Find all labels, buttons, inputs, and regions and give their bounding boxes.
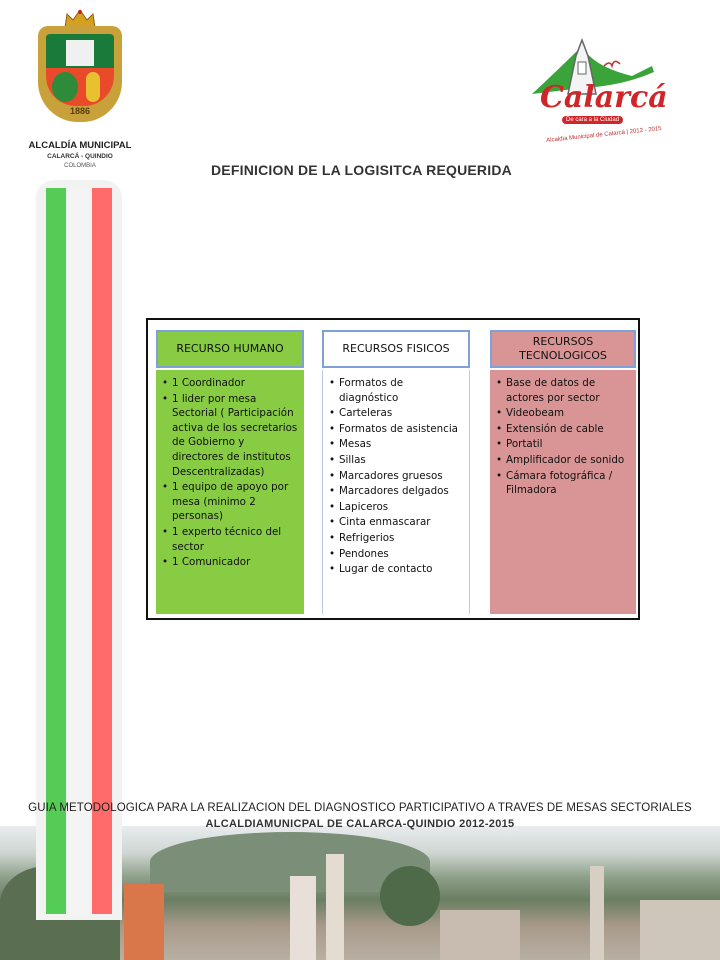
resource-list: Formatos de diagnóstico Carteleras Forma… — [327, 376, 463, 577]
seal-country: COLOMBIA — [64, 163, 96, 169]
list-item: Formatos de diagnóstico — [329, 376, 463, 405]
flag-green-stripe — [46, 188, 66, 914]
column-physical-resources: RECURSOS FISICOS Formatos de diagnóstico… — [322, 330, 470, 614]
list-item: Carteleras — [329, 406, 463, 421]
list-item: 1 Coordinador — [162, 376, 298, 391]
seal-title: ALCALDÍA MUNICIPAL — [28, 140, 132, 151]
column-heading: RECURSOS TECNOLOGICOS — [490, 330, 636, 368]
seal-year: 1886 — [69, 106, 91, 116]
church-tower-icon — [326, 854, 344, 960]
list-item: Portatil — [496, 437, 630, 452]
page-title: DEFINICION DE LA LOGISITCA REQUERIDA — [211, 162, 512, 178]
list-item: Formatos de asistencia — [329, 422, 463, 437]
footer-guide-title: GUIA METODOLOGICA PARA LA REALIZACION DE… — [28, 802, 692, 814]
column-body: Formatos de diagnóstico Carteleras Forma… — [322, 370, 470, 614]
column-body: Base de datos de actores por sector Vide… — [490, 370, 636, 614]
column-technology-resources: RECURSOS TECNOLOGICOS Base de datos de a… — [490, 330, 636, 614]
list-item: 1 Comunicador — [162, 555, 298, 570]
brand-slogan: De cara a la Ciudad — [562, 116, 624, 124]
list-item: Extensión de cable — [496, 422, 630, 437]
flag-stripe-bar — [36, 180, 122, 920]
brand-word: Calarcá — [540, 80, 668, 115]
list-item: Cinta enmascarar — [329, 515, 463, 530]
calarca-brand-logo: Calarcá De cara a la Ciudad Alcaldía Mun… — [522, 36, 668, 146]
list-item: Marcadores gruesos — [329, 469, 463, 484]
list-item: Refrigerios — [329, 531, 463, 546]
resource-list: Base de datos de actores por sector Vide… — [494, 376, 630, 498]
column-heading: RECURSOS FISICOS — [322, 330, 470, 368]
list-item: Videobeam — [496, 406, 630, 421]
resource-list: 1 Coordinador 1 lider por mesa Sectorial… — [160, 376, 298, 570]
flag-white-stripe — [68, 188, 90, 914]
list-item: Cámara fotográfica / Filmadora — [496, 469, 630, 498]
brand-period: Alcaldía Municipal de Calarcá | 2012 - 2… — [546, 125, 662, 145]
coffee-branch-icon — [52, 72, 78, 102]
list-item: 1 experto técnico del sector — [162, 525, 298, 554]
church-mountain-icon — [532, 37, 654, 95]
column-body: 1 Coordinador 1 lider por mesa Sectorial… — [156, 370, 304, 614]
list-item: 1 lider por mesa Sectorial ( Participaci… — [162, 392, 298, 480]
corn-icon — [86, 72, 100, 102]
column-human-resources: RECURSO HUMANO 1 Coordinador 1 lider por… — [156, 330, 304, 614]
list-item: Pendones — [329, 547, 463, 562]
list-item: 1 equipo de apoyo por mesa (minimo 2 per… — [162, 480, 298, 524]
seal-subtitle: CALARCÁ - QUINDIO — [47, 153, 113, 160]
footer-institution: ALCALDIAMUNICPAL DE CALARCA-QUINDIO 2012… — [205, 818, 515, 830]
crown-icon — [64, 9, 96, 29]
list-item: Lugar de contacto — [329, 562, 463, 577]
list-item: Lapiceros — [329, 500, 463, 515]
list-item: Marcadores delgados — [329, 484, 463, 499]
coat-of-arms — [38, 26, 122, 122]
logistics-diagram: RECURSO HUMANO 1 Coordinador 1 lider por… — [146, 318, 640, 620]
list-item: Base de datos de actores por sector — [496, 376, 630, 405]
list-item: Mesas — [329, 437, 463, 452]
column-heading: RECURSO HUMANO — [156, 330, 304, 368]
flag-red-stripe — [92, 188, 112, 914]
list-item: Amplificador de sonido — [496, 453, 630, 468]
list-item: Sillas — [329, 453, 463, 468]
municipal-seal: 1886 ALCALDÍA MUNICIPAL CALARCÁ - QUINDI… — [29, 8, 131, 178]
